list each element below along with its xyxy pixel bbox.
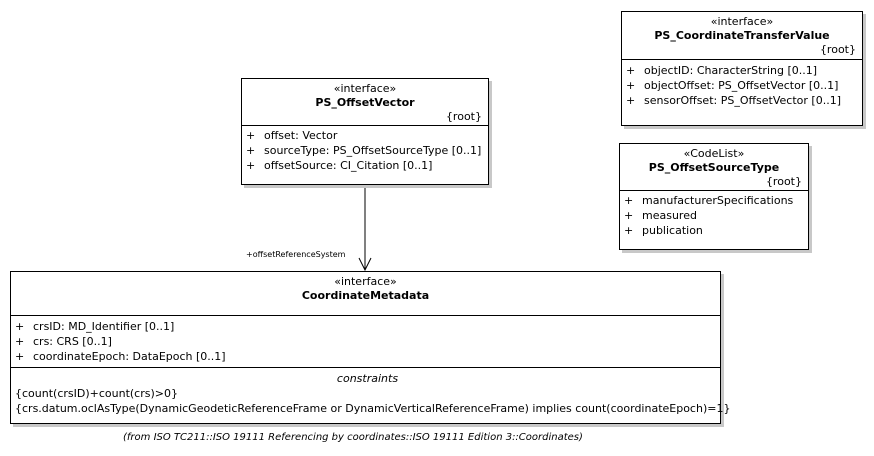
class-ps-offset-vector[interactable]: «interface» PS_OffsetVector {root} +offs…	[241, 78, 489, 185]
attribute-row: +crsID: MD_Identifier [0..1]	[15, 320, 175, 333]
attribute-row: +offsetSource: CI_Citation [0..1]	[246, 159, 433, 172]
literal-row: +manufacturerSpecifications	[624, 194, 794, 207]
association-role-label: +offsetReferenceSystem	[246, 250, 346, 259]
attribute-row: +offset: Vector	[246, 129, 338, 142]
attribute-compartment: +crsID: MD_Identifier [0..1] +crs: CRS […	[11, 316, 720, 367]
class-root-tag: {root}	[765, 175, 802, 188]
class-name: PS_OffsetSourceType	[648, 161, 780, 174]
class-stereotype: «CodeList»	[683, 147, 745, 160]
constraint-row: {count(crsID)+count(crs)>0}	[15, 387, 178, 400]
attribute-compartment: +objectID: CharacterString [0..1] +objec…	[622, 60, 862, 111]
class-ps-offset-source-type[interactable]: «CodeList» PS_OffsetSourceType {root} +m…	[619, 143, 809, 250]
attribute-row: +objectID: CharacterString [0..1]	[626, 64, 818, 77]
attribute-row: +sourceType: PS_OffsetSourceType [0..1]	[246, 144, 482, 157]
class-name: PS_OffsetVector	[315, 96, 415, 109]
literal-row: +publication	[624, 224, 703, 237]
attribute-compartment: +offset: Vector +sourceType: PS_OffsetSo…	[242, 126, 488, 176]
class-header: «CodeList» PS_OffsetSourceType {root}	[620, 144, 808, 189]
class-ps-coordinate-transfer-value[interactable]: «interface» PS_CoordinateTransferValue {…	[621, 11, 863, 126]
class-stereotype: «interface»	[333, 82, 397, 95]
attribute-row: +objectOffset: PS_OffsetVector [0..1]	[626, 79, 839, 92]
class-root-tag: {root}	[819, 43, 856, 56]
class-header: «interface» PS_CoordinateTransferValue {…	[622, 12, 862, 57]
constraint-row: {crs.datum.oclAsType(DynamicGeodeticRefe…	[15, 402, 731, 415]
literal-row: +measured	[624, 209, 697, 222]
attribute-row: +crs: CRS [0..1]	[15, 335, 112, 348]
attribute-row: +coordinateEpoch: DataEpoch [0..1]	[15, 350, 226, 363]
class-stereotype: «interface»	[334, 275, 397, 288]
diagram-caption: (from ISO TC211::ISO 19111 Referencing b…	[123, 432, 583, 443]
class-root-tag: {root}	[445, 110, 482, 123]
class-name: CoordinateMetadata	[301, 289, 430, 302]
class-stereotype: «interface»	[710, 15, 774, 28]
class-header: «interface» CoordinateMetadata	[11, 272, 720, 307]
attribute-row: +sensorOffset: PS_OffsetVector [0..1]	[626, 94, 841, 107]
literal-compartment: +manufacturerSpecifications +measured +p…	[620, 191, 808, 241]
class-name: PS_CoordinateTransferValue	[654, 29, 830, 42]
constraints-title: constraints	[336, 372, 399, 385]
class-header: «interface» PS_OffsetVector {root}	[242, 79, 488, 124]
constraint-compartment: constraints {count(crsID)+count(crs)>0} …	[11, 368, 731, 419]
class-coordinate-metadata[interactable]: «interface» CoordinateMetadata +crsID: M…	[10, 271, 731, 424]
